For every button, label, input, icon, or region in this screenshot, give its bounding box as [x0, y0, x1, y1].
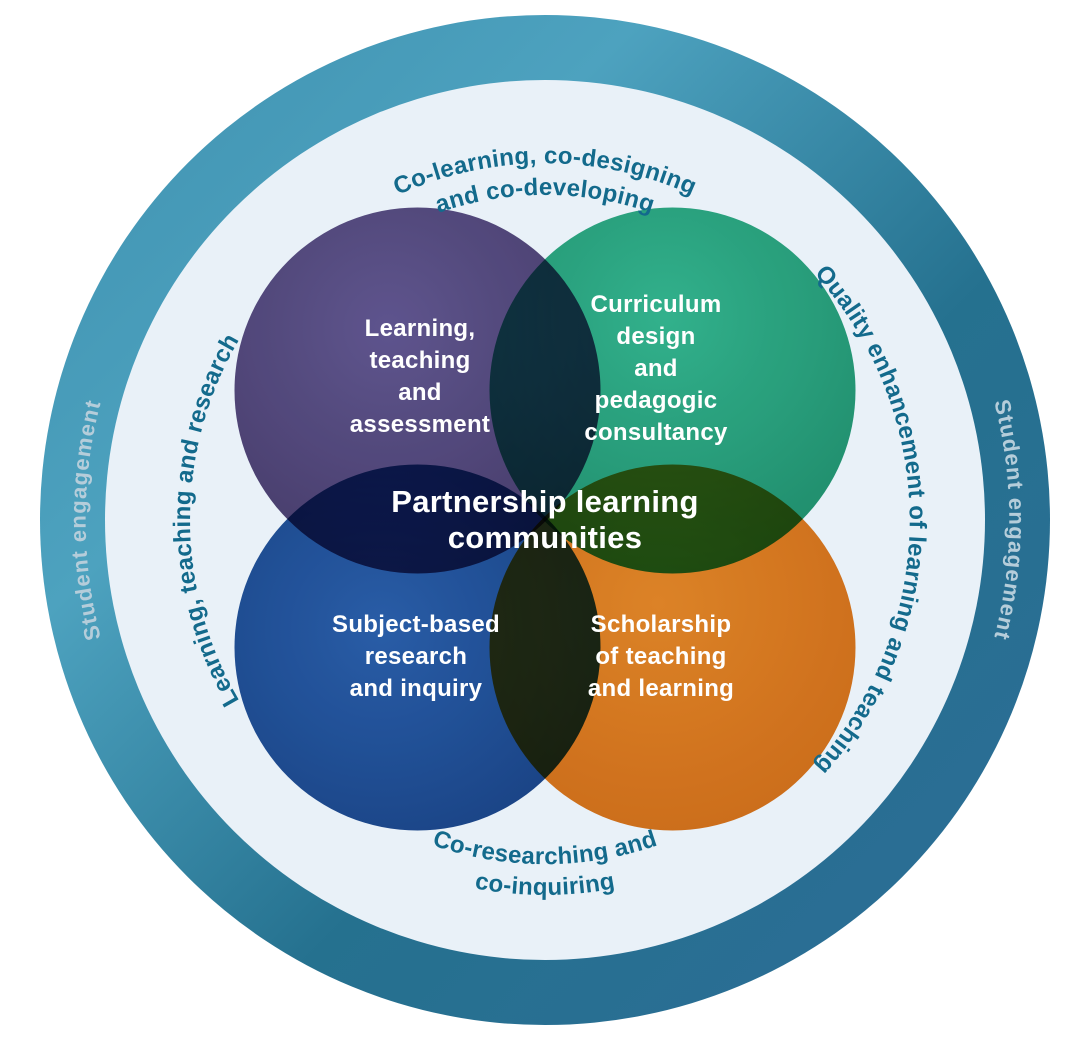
- blue-circle-label-line1: Subject-based: [332, 611, 500, 638]
- center-title-line1: Partnership learning: [391, 484, 698, 519]
- purple-circle-label-line1: Learning,: [365, 315, 476, 342]
- circle-curriculum-design: [489, 207, 856, 574]
- green-circle-label-line5: consultancy: [584, 419, 728, 446]
- orange-circle-label-line1: Scholarship: [591, 611, 732, 638]
- green-circle-label-line4: pedagogic: [595, 387, 718, 414]
- circle-scholarship: [489, 464, 856, 831]
- circle-learning-teaching-assessment: [234, 207, 601, 574]
- blue-circle-label-line3: and inquiry: [350, 675, 483, 702]
- center-title-line2: communities: [448, 520, 643, 555]
- green-circle-label-line3: and: [634, 355, 678, 382]
- green-circle-label-line1: Curriculum: [590, 291, 721, 318]
- purple-circle-label-line2: teaching: [369, 347, 470, 374]
- circle-subject-research: [234, 464, 601, 831]
- blue-circle-label-line2: research: [365, 643, 467, 670]
- orange-circle-label-line3: and learning: [588, 675, 734, 702]
- orange-circle-label-line2: of teaching: [595, 643, 726, 670]
- purple-circle-label-line4: assessment: [350, 411, 490, 438]
- green-circle-label-line2: design: [616, 323, 695, 350]
- purple-circle-label-line3: and: [398, 379, 442, 406]
